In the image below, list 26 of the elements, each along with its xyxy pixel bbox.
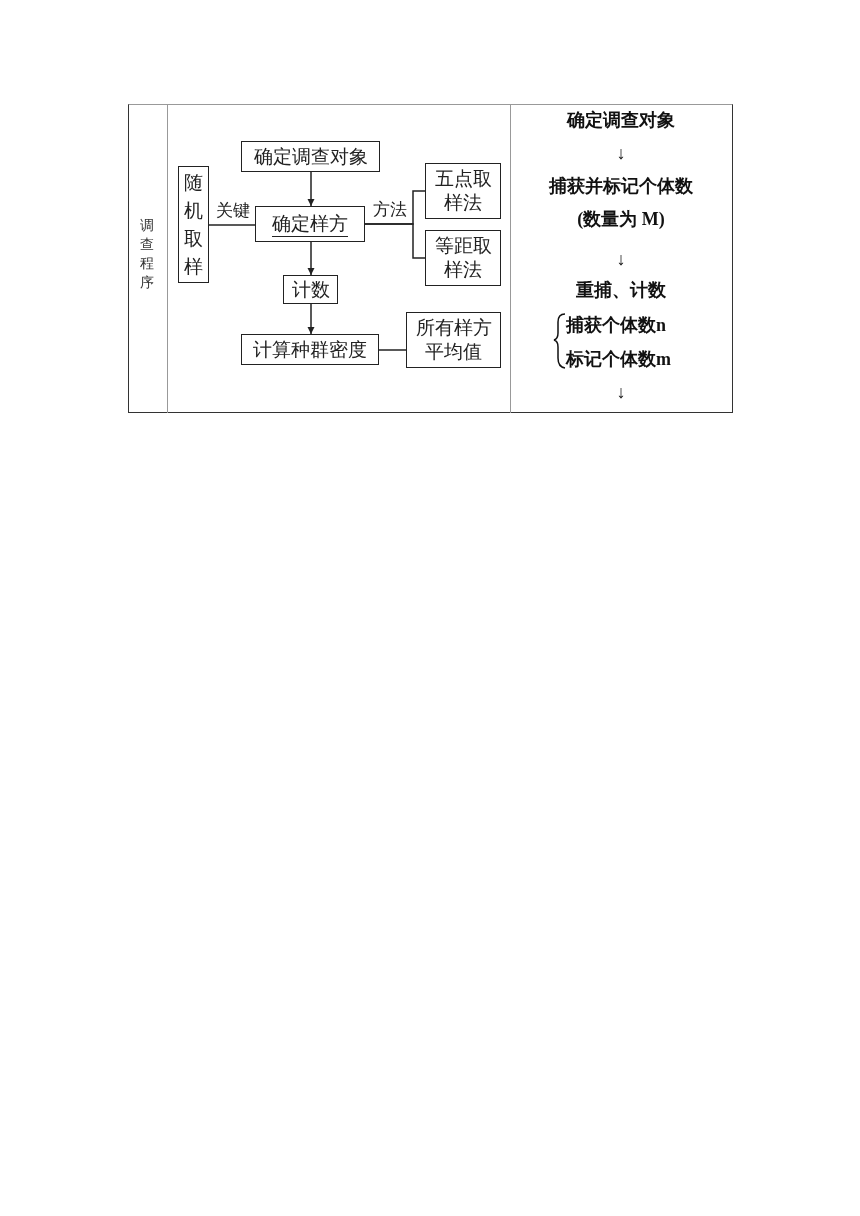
process-box: 五点取样法 (425, 163, 501, 219)
process-box: 计算种群密度 (241, 334, 379, 365)
connector-line (208, 224, 256, 226)
step-text: 捕获个体数n (566, 314, 667, 337)
process-box: 随机取样 (178, 166, 209, 283)
process-box: 确定样方 (255, 206, 365, 242)
connector-line (364, 223, 426, 259)
edge-label: 关键 (213, 201, 253, 221)
arrow-text: ↓ (615, 248, 627, 271)
step-text: 重捕、计数 (575, 279, 667, 302)
step-text: 捕获并标记个体数 (548, 175, 694, 198)
edge-label: 方法 (370, 200, 410, 220)
arrow-text: ↓ (615, 142, 627, 165)
arrow (307, 241, 315, 276)
arrow (307, 171, 315, 207)
process-box: 计数 (283, 275, 338, 304)
arrow-text: ↓ (615, 381, 627, 404)
process-box: 所有样方平均值 (406, 312, 501, 368)
process-box: 确定调查对象 (241, 141, 380, 172)
connector-line (378, 349, 407, 351)
arrow (307, 303, 315, 335)
step-text: (数量为 M) (576, 208, 666, 231)
step-text: 标记个体数m (566, 348, 672, 371)
row-header: 调查程序 (139, 217, 155, 292)
process-box: 等距取样法 (425, 230, 501, 286)
step-text: 确定调查对象 (565, 109, 676, 132)
